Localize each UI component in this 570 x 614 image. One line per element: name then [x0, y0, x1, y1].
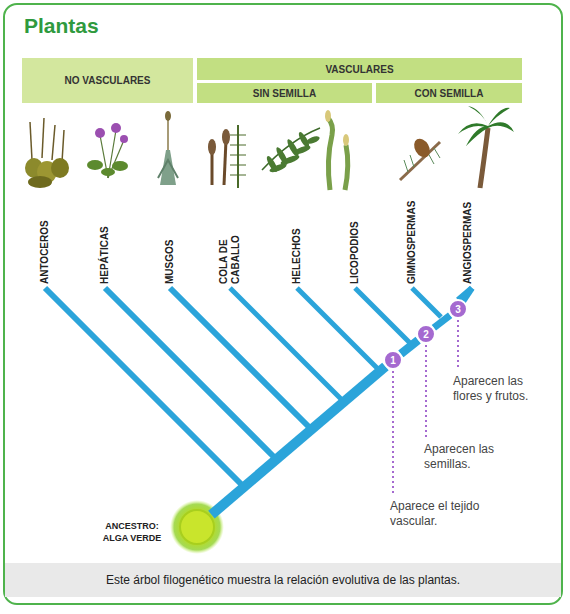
taxon-label: COLA DE CABALLO	[218, 232, 242, 284]
tree-trunk	[211, 366, 385, 514]
callout-number: 1	[383, 350, 403, 370]
title: Plantas	[24, 14, 99, 38]
taxon-label: LICOPODIOS	[349, 221, 361, 284]
annotation-note: Aparece el tejido vascular.	[390, 499, 495, 529]
cola-de-caballo-figure	[208, 125, 246, 188]
band-label: CON SEMILLA	[415, 88, 484, 99]
callout-number: 3	[448, 299, 468, 319]
header-band: NO VASCULARES	[22, 58, 193, 103]
caption: Este árbol filogenético muestra la relac…	[5, 563, 561, 597]
tree-branches	[45, 288, 472, 489]
licopodios-figure	[325, 110, 349, 190]
taxon-label: ANGIOSPERMAS	[462, 202, 474, 284]
callout-number-text: 2	[423, 329, 429, 340]
band-label: VASCULARES	[325, 64, 393, 75]
callout-number-text: 1	[390, 355, 396, 366]
musgos-figure	[158, 111, 178, 185]
angiospermas-figure	[458, 106, 514, 188]
taxon-label: GIMNOSPERMAS	[406, 201, 418, 284]
header-band: VASCULARES	[197, 58, 522, 80]
taxon-label: HEPÁTICAS	[99, 226, 111, 284]
callout-number: 2	[416, 324, 436, 344]
band-label: SIN SEMILLA	[253, 88, 316, 99]
tree-trunk	[434, 315, 450, 328]
hepaticas-figure	[87, 123, 128, 178]
ancestor-alga	[180, 510, 214, 544]
antoceros-figure	[25, 118, 69, 188]
annotation-note: Aparecen las semillas.	[424, 442, 516, 472]
tree-trunk	[401, 340, 418, 354]
annotation-note: Aparecen las flores y frutos.	[453, 374, 553, 404]
helechos-figure	[262, 128, 321, 174]
band-label: NO VASCULARES	[65, 75, 151, 86]
ancestor-label: ANCESTRO: ALGA VERDE	[92, 520, 172, 544]
ancestor-circle: ANCESTRO: ALGA VERDE	[178, 508, 216, 546]
taxon-label: MUSGOS	[164, 240, 176, 284]
caption-band	[5, 563, 561, 597]
header-band: CON SEMILLA	[376, 83, 522, 103]
taxon-label: HELECHOS	[291, 228, 303, 284]
callout-number-text: 3	[455, 304, 461, 315]
header-band: SIN SEMILLA	[197, 83, 372, 103]
gimnospermas-figure	[400, 136, 440, 180]
taxon-label: ANTOCEROS	[39, 220, 51, 284]
